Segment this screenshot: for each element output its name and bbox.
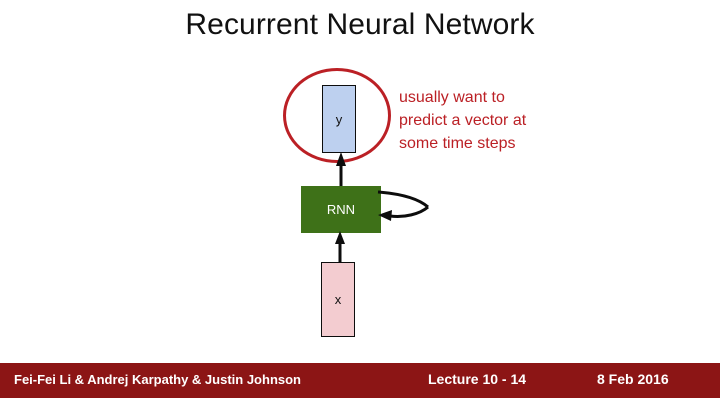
footer-date: 8 Feb 2016 — [597, 371, 669, 387]
footer-lecture-number: Lecture 10 - 14 — [428, 371, 527, 387]
diagram-node-y-label: y — [335, 111, 343, 127]
annotation-line-1: usually want to — [399, 89, 505, 106]
arrow-x-to-rnn — [335, 231, 345, 262]
annotation-line-3: some time steps — [399, 135, 516, 152]
footer-authors: Fei-Fei Li & Andrej Karpathy & Justin Jo… — [14, 372, 301, 387]
annotation-line-2: predict a vector at — [399, 112, 527, 129]
diagram-node-rnn: RNN — [301, 186, 381, 233]
diagram-node-x-label: x — [334, 292, 342, 307]
diagram-node-rnn-label: RNN — [326, 202, 356, 217]
diagram-node-x: x — [321, 262, 355, 337]
diagram-node-y: y — [322, 85, 356, 153]
footer-band — [0, 363, 720, 398]
arrow-rnn-self-loop — [377, 190, 429, 221]
page-title: Recurrent Neural Network — [185, 8, 535, 41]
annotation-text: usually want to predict a vector at some… — [399, 86, 614, 155]
